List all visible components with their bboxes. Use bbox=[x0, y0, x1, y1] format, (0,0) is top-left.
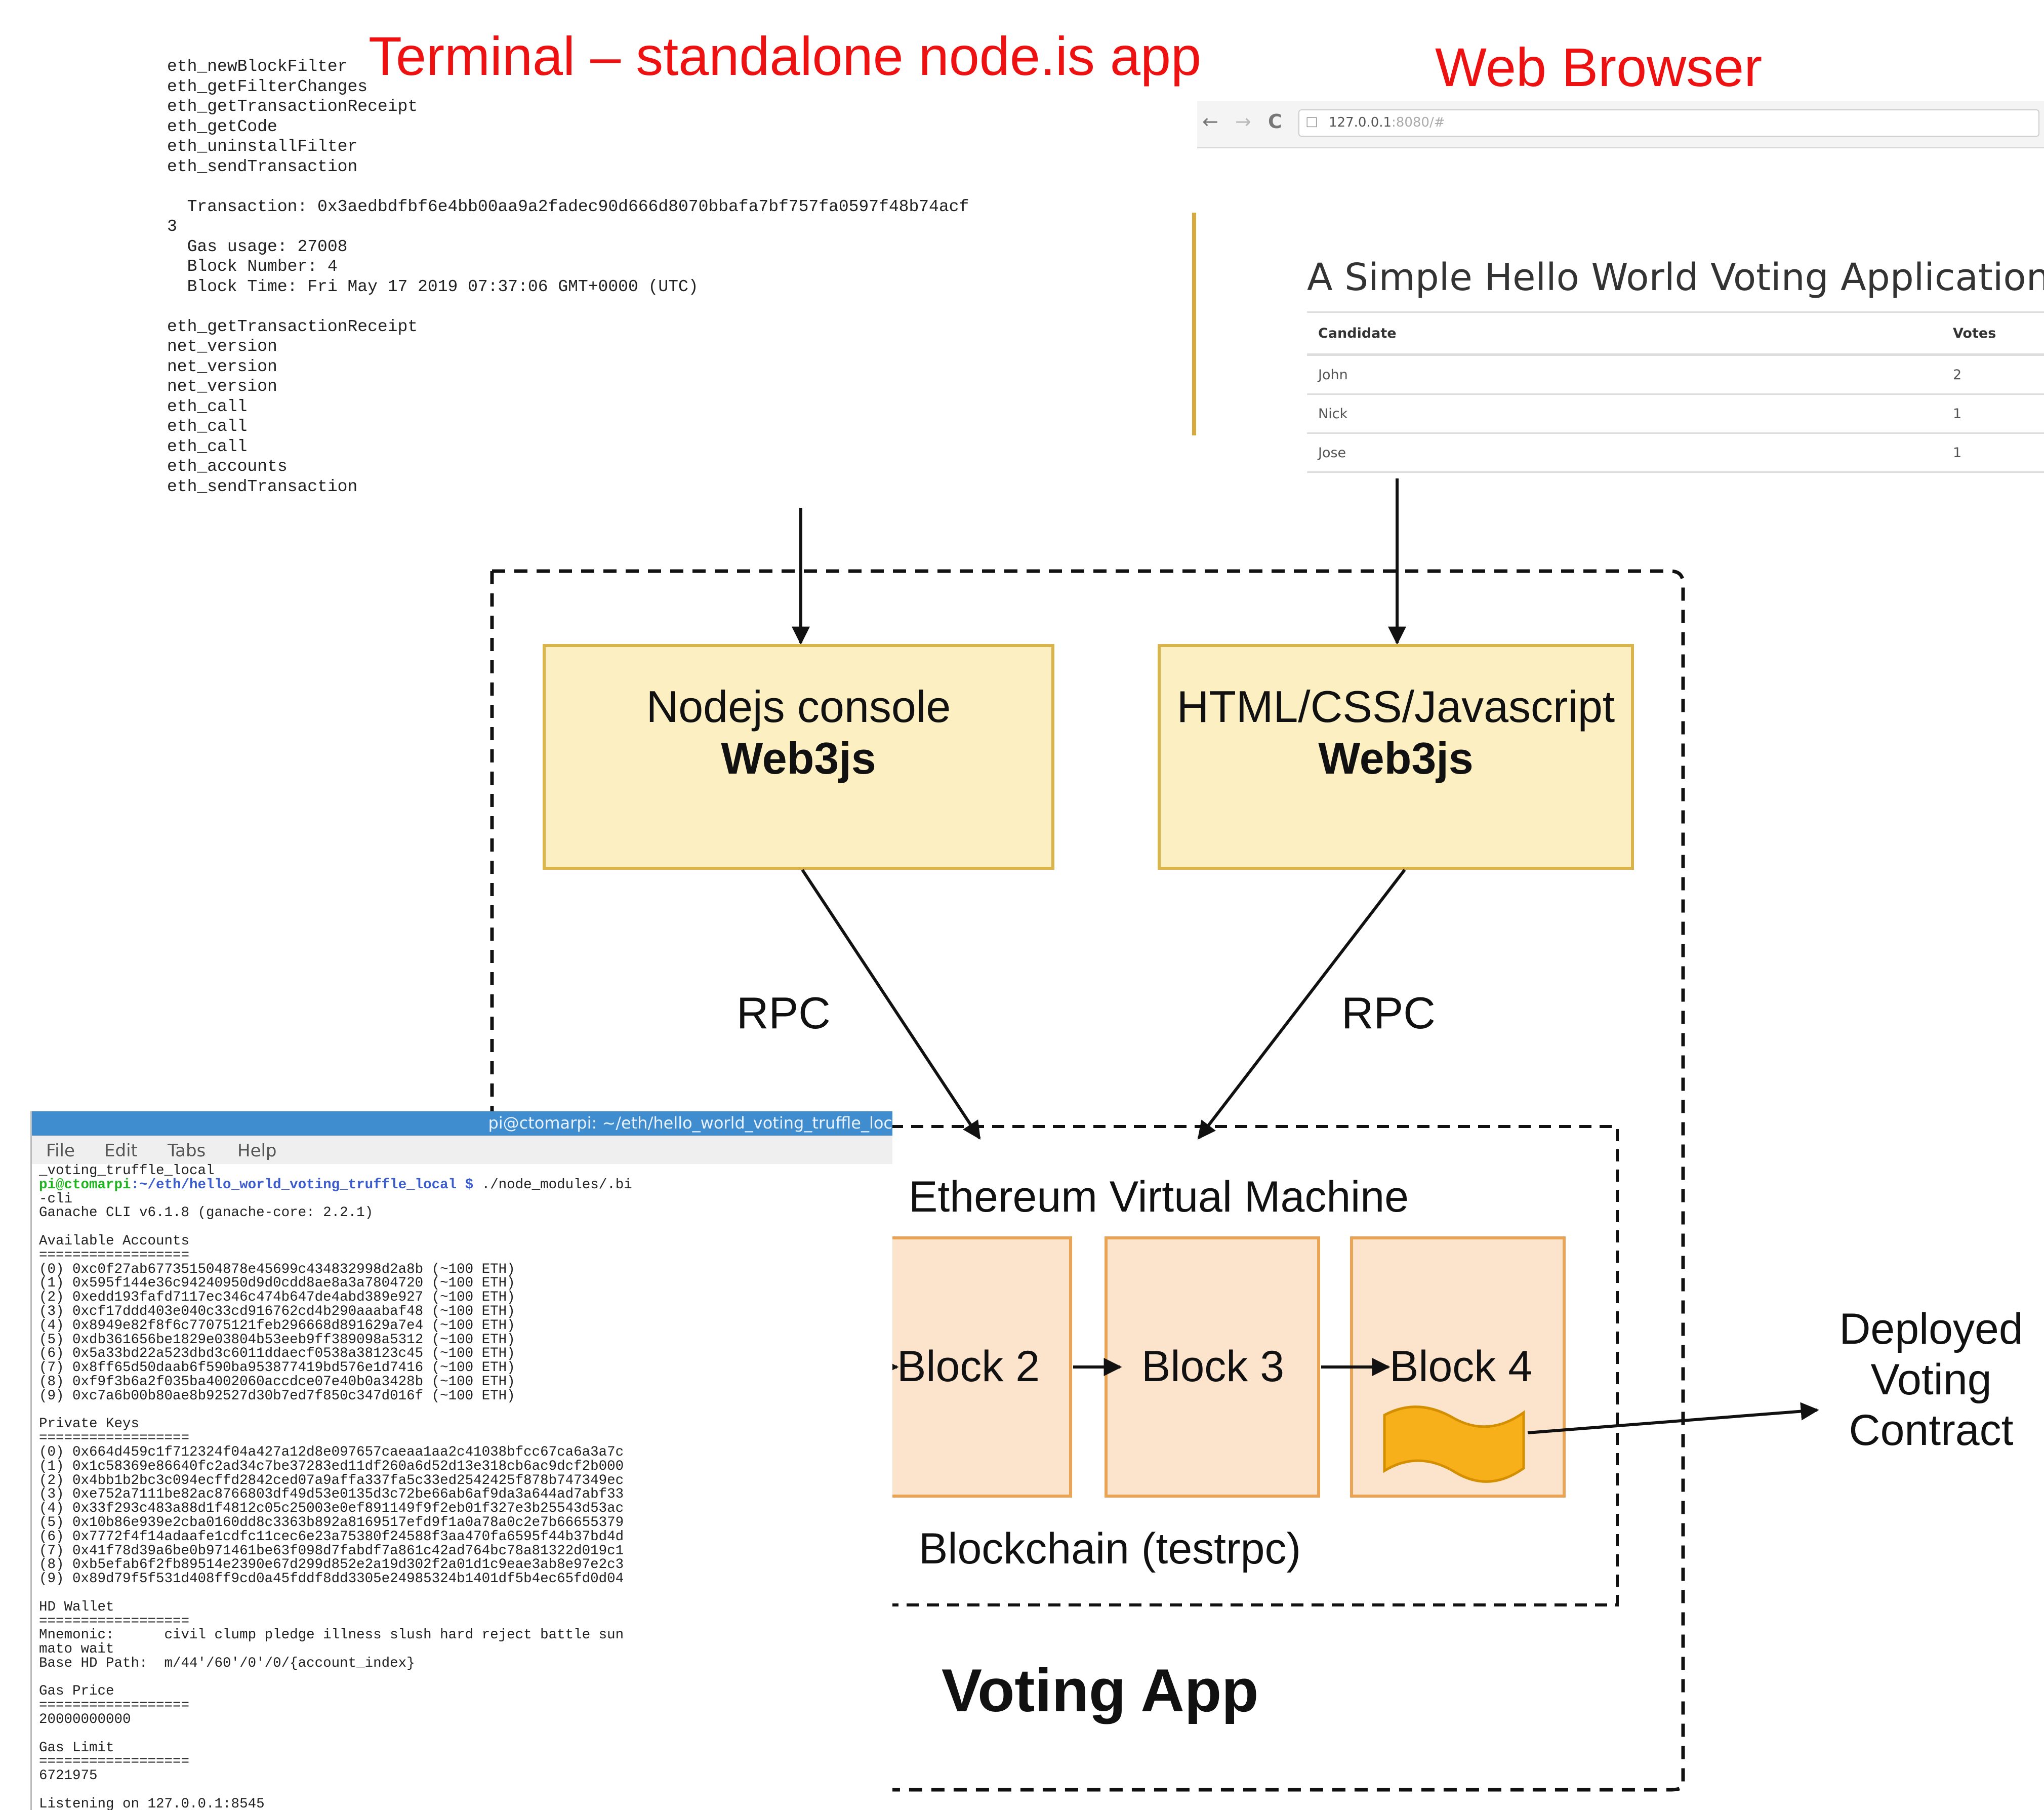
menu-file[interactable]: File bbox=[46, 1141, 75, 1161]
prompt-line: pi@ctomarpi:~/eth/hello_world_voting_tru… bbox=[39, 1177, 632, 1193]
page-accent-bar bbox=[1192, 213, 1196, 435]
html-css-js-line2: Web3js bbox=[1318, 733, 1474, 783]
block-3 bbox=[1105, 1236, 1320, 1498]
terminal-output-body: -cli Ganache CLI v6.1.8 (ganache-core: 2… bbox=[39, 1191, 624, 1810]
table-row: Jose 1 bbox=[1307, 433, 2044, 473]
terminal-titlebar: pi@ctomarpi: ~/eth/hello_world_voting_tr… bbox=[32, 1111, 892, 1136]
html-css-js-line1: HTML/CSS/Javascript bbox=[1176, 681, 1615, 732]
terminal-menubar: File Edit Tabs Help bbox=[32, 1136, 892, 1164]
html-css-js-label: HTML/CSS/Javascript Web3js bbox=[1159, 681, 1632, 784]
reload-icon[interactable]: C bbox=[1268, 110, 1282, 133]
terminal-title: pi@ctomarpi: ~/eth/hello_world_voting_tr… bbox=[488, 1113, 892, 1133]
browser-heading: Web Browser bbox=[1435, 36, 1763, 98]
block-2-label: Block 2 bbox=[897, 1342, 1040, 1391]
nodejs-console-box bbox=[543, 644, 1054, 870]
terminal-window: pi@ctomarpi: ~/eth/hello_world_voting_tr… bbox=[30, 1111, 892, 1810]
terminal-output[interactable]: _voting_truffle_local pi@ctomarpi:~/eth/… bbox=[39, 1164, 632, 1810]
votes-cell: 1 bbox=[1942, 433, 2044, 473]
forward-arrow-icon[interactable]: → bbox=[1235, 110, 1251, 133]
table-row: Nick 1 bbox=[1307, 394, 2044, 434]
menu-edit[interactable]: Edit bbox=[104, 1141, 138, 1161]
url-host: 127.0.0.1 bbox=[1329, 115, 1392, 130]
deployed-line3: Contract bbox=[1849, 1406, 2014, 1455]
rpc-arrow-left bbox=[801, 869, 981, 1140]
voting-app-label: Voting App bbox=[942, 1657, 1259, 1724]
terminal-output-head: _voting_truffle_local bbox=[39, 1163, 215, 1179]
html-css-js-box bbox=[1158, 644, 1634, 870]
candidate-cell: Nick bbox=[1307, 394, 1942, 434]
deployed-line1: Deployed bbox=[1839, 1305, 2023, 1353]
votes-cell: 2 bbox=[1942, 354, 2044, 395]
rpc-arrow-right bbox=[1197, 869, 1406, 1140]
nodejs-console-line1: Nodejs console bbox=[646, 681, 951, 732]
nodejs-console-line2: Web3js bbox=[721, 733, 876, 783]
evm-title: Ethereum Virtual Machine bbox=[909, 1173, 1409, 1221]
blockchain-label: Blockchain (testrpc) bbox=[919, 1524, 1301, 1573]
browser-toolbar: ← → C □ 127.0.0.1:8080/# bbox=[1197, 101, 2044, 148]
url-port: :8080/# bbox=[1392, 115, 1445, 130]
rpc-label-left: RPC bbox=[737, 988, 831, 1038]
address-url: 127.0.0.1:8080/# bbox=[1329, 115, 1445, 130]
candidate-cell: John bbox=[1307, 354, 1942, 395]
votes-table: Candidate Votes John 2 Nick 1 Jose 1 bbox=[1307, 311, 2044, 473]
table-row: John 2 bbox=[1307, 354, 2044, 395]
rpc-label-right: RPC bbox=[1341, 988, 1436, 1038]
page-icon: □ bbox=[1305, 114, 1318, 129]
menu-help[interactable]: Help bbox=[237, 1141, 277, 1161]
evm-boundary bbox=[891, 1125, 1619, 1606]
table-header-row: Candidate Votes bbox=[1307, 311, 2044, 356]
voting-app-boundary bbox=[490, 569, 1685, 1792]
terminal-heading: Terminal – standalone node.is app bbox=[369, 25, 1202, 87]
block-2 bbox=[889, 1236, 1072, 1498]
candidate-column-header: Candidate bbox=[1307, 311, 1942, 356]
deployed-contract-label: Deployed Voting Contract bbox=[1817, 1304, 2044, 1456]
prompt-path: :~/eth/hello_world_voting_truffle_local … bbox=[131, 1177, 474, 1193]
nodejs-console-label: Nodejs console Web3js bbox=[544, 681, 1053, 784]
address-bar[interactable]: □ 127.0.0.1:8080/# bbox=[1298, 109, 2039, 137]
deployed-contract-arrow bbox=[1527, 1402, 1819, 1434]
votes-cell: 1 bbox=[1942, 394, 2044, 434]
back-arrow-icon[interactable]: ← bbox=[1202, 110, 1218, 133]
candidate-cell: Jose bbox=[1307, 433, 1942, 473]
rpc-call-log: eth_newBlockFilter eth_getFilterChanges … bbox=[167, 57, 969, 496]
contract-scroll-icon bbox=[1383, 1405, 1525, 1483]
app-title: A Simple Hello World Voting Application bbox=[1307, 256, 2044, 299]
menu-tabs[interactable]: Tabs bbox=[168, 1141, 206, 1161]
block-3-label: Block 3 bbox=[1141, 1342, 1285, 1391]
prompt-command: ./node_modules/.bi bbox=[473, 1177, 632, 1193]
prompt-user: pi@ctomarpi bbox=[39, 1177, 131, 1193]
deployed-line2: Voting bbox=[1870, 1355, 1992, 1404]
block-4-label: Block 4 bbox=[1389, 1342, 1533, 1391]
votes-column-header: Votes bbox=[1942, 311, 2044, 356]
